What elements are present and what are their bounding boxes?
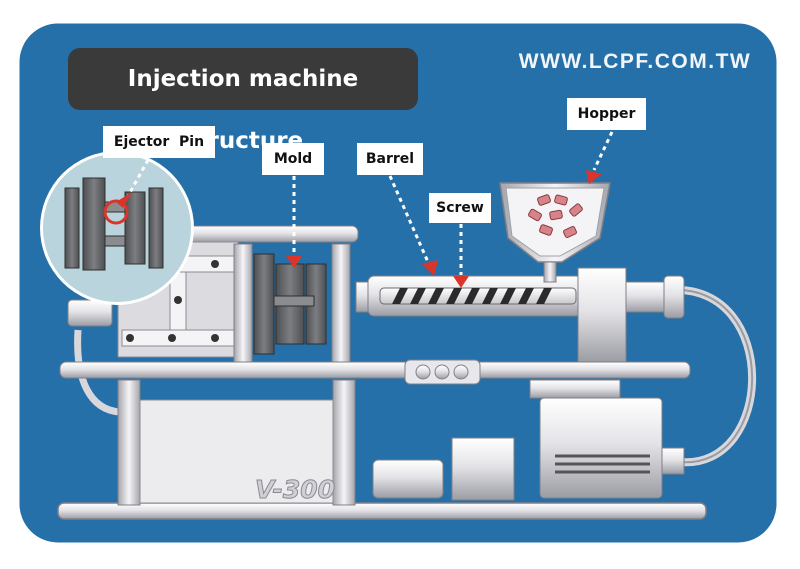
machine-bed bbox=[59, 361, 691, 379]
moving-platen bbox=[233, 243, 253, 363]
page-title: Injection machine structure bbox=[127, 66, 359, 154]
control-box-2 bbox=[451, 437, 515, 501]
ejector-pin-highlight bbox=[103, 199, 129, 225]
hopper-label: Hopper bbox=[567, 98, 646, 130]
screw-arrowhead bbox=[453, 276, 469, 288]
mold-arrowhead bbox=[286, 256, 302, 268]
barrel-arrowhead bbox=[422, 260, 438, 276]
left-leg bbox=[117, 379, 141, 506]
model-label: V-300 bbox=[255, 475, 335, 504]
injection-cylinder bbox=[625, 281, 667, 313]
cabinet bbox=[139, 399, 334, 504]
mold-label: Mold bbox=[262, 143, 324, 175]
screw-label: Screw bbox=[429, 193, 491, 223]
hopper bbox=[499, 182, 611, 283]
website-url: WWW.LCPF.COM.TW bbox=[518, 50, 752, 73]
mold bbox=[253, 253, 327, 355]
right-leg bbox=[332, 379, 356, 506]
barrel-label: Barrel bbox=[357, 143, 423, 175]
base-beam bbox=[57, 502, 707, 520]
motor bbox=[539, 397, 663, 499]
motor-mount bbox=[529, 379, 621, 399]
injection-housing bbox=[577, 267, 627, 363]
control-box-1 bbox=[372, 459, 444, 499]
fixed-platen bbox=[331, 243, 351, 363]
ejector-pin-label: Ejector Pin bbox=[103, 126, 215, 158]
left-hose bbox=[74, 329, 121, 416]
ejector-arrowhead bbox=[116, 192, 132, 208]
hopper-pointer-line bbox=[592, 131, 614, 171]
ejector-pin-inset bbox=[40, 151, 194, 305]
hopper-arrowhead bbox=[586, 170, 602, 184]
title-box: Injection machine structure bbox=[68, 48, 418, 154]
ejector-pointer-line bbox=[126, 159, 150, 197]
